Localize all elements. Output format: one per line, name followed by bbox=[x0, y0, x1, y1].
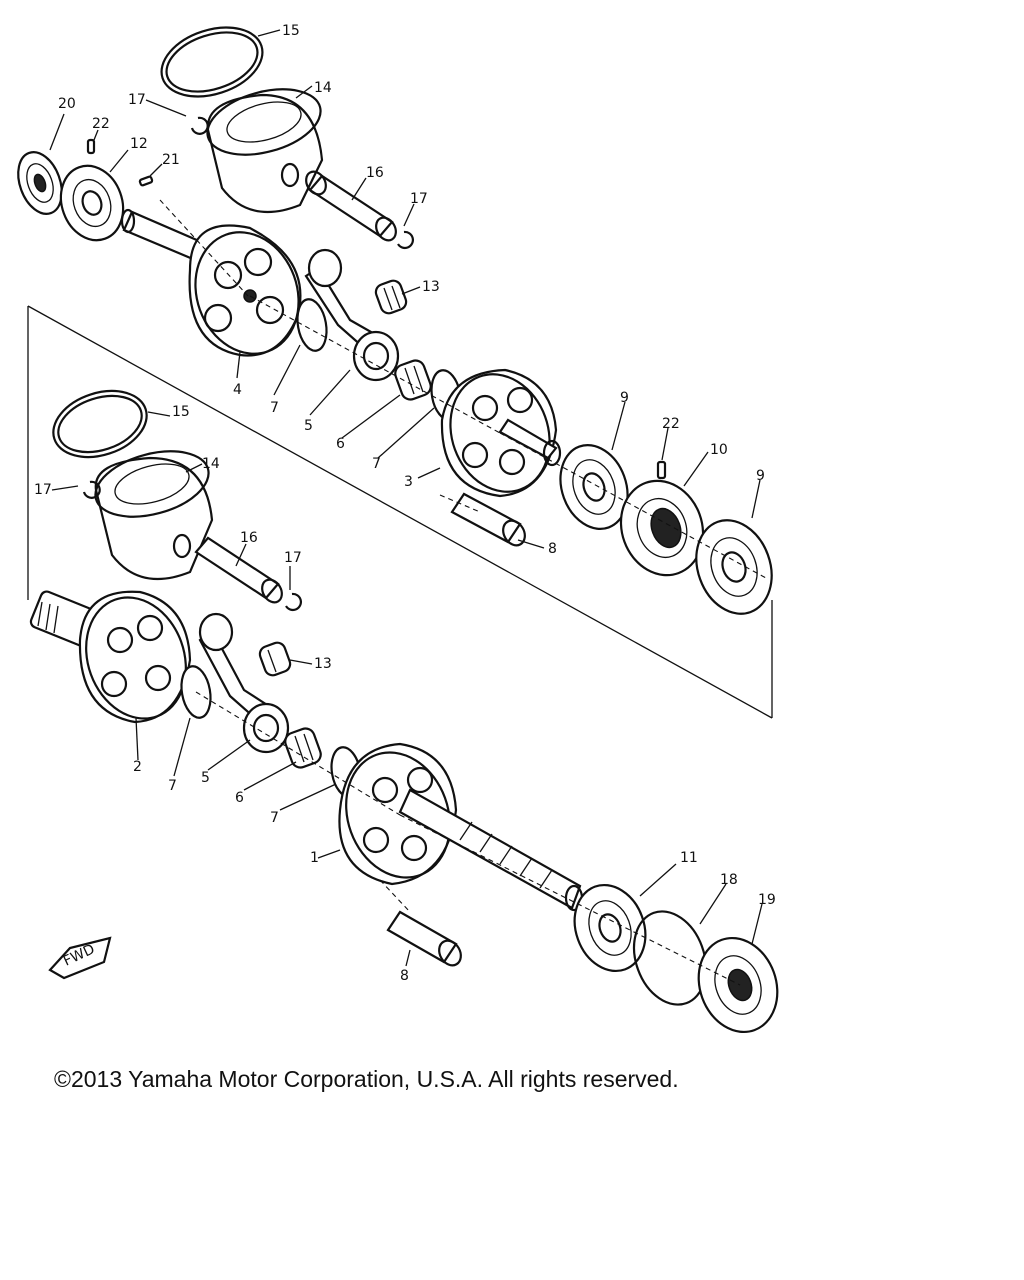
callout-2: 2 bbox=[133, 759, 142, 775]
needle-bearing-13a bbox=[374, 279, 408, 315]
callout-3: 3 bbox=[404, 474, 413, 490]
fwd-arrow-icon: FWD bbox=[48, 936, 112, 980]
piston-ring-upper bbox=[160, 26, 264, 98]
bearing-12 bbox=[59, 164, 125, 242]
callout-7: 7 bbox=[270, 400, 279, 416]
needle-bearing-6b bbox=[284, 727, 322, 769]
callout-17: 17 bbox=[34, 482, 52, 498]
callout-20: 20 bbox=[58, 96, 76, 112]
callout-6: 6 bbox=[336, 436, 345, 452]
oil-seal-19 bbox=[697, 936, 779, 1034]
piston-ring-lower bbox=[52, 389, 148, 459]
crank-wheel-2 bbox=[29, 590, 192, 724]
dowel-pin-22b bbox=[656, 460, 667, 480]
callout-7: 7 bbox=[270, 810, 279, 826]
o-ring-18 bbox=[632, 910, 708, 1006]
leader-lines bbox=[49, 29, 763, 967]
callout-13: 13 bbox=[422, 279, 440, 295]
callout-1: 1 bbox=[310, 850, 319, 866]
callout-16: 16 bbox=[240, 530, 258, 546]
copyright-notice: ©2013 Yamaha Motor Corporation, U.S.A. A… bbox=[54, 1066, 679, 1092]
crankshaft-exploded-diagram: FWD bbox=[17, 23, 779, 1034]
callout-8: 8 bbox=[548, 541, 557, 557]
callout-18: 18 bbox=[720, 872, 738, 888]
callout-15: 15 bbox=[282, 23, 300, 39]
callout-8: 8 bbox=[400, 968, 409, 984]
bearing-9a bbox=[559, 444, 629, 530]
needle-bearing-6a bbox=[394, 359, 432, 401]
piston-pin-lower bbox=[194, 536, 283, 604]
circlip-17a bbox=[190, 116, 209, 135]
washer-7a bbox=[296, 298, 328, 352]
crank-wheel-4 bbox=[120, 208, 302, 357]
lower-assembly bbox=[29, 389, 779, 1034]
callout-7: 7 bbox=[168, 778, 177, 794]
callout-6: 6 bbox=[235, 790, 244, 806]
center-bearing-10 bbox=[619, 479, 705, 577]
callout-21: 21 bbox=[162, 152, 180, 168]
circlip-17d bbox=[285, 592, 302, 612]
callout-9: 9 bbox=[620, 390, 629, 406]
connecting-rod-lower bbox=[198, 612, 290, 754]
piston-pin-upper bbox=[305, 170, 397, 242]
callout-13: 13 bbox=[314, 656, 332, 672]
connecting-rod-upper bbox=[304, 248, 400, 382]
callout-17: 17 bbox=[410, 191, 428, 207]
fwd-label: FWD bbox=[61, 941, 97, 969]
circlip-17c bbox=[82, 480, 101, 499]
callout-14: 14 bbox=[202, 456, 220, 472]
oil-seal-upper bbox=[17, 151, 63, 215]
upper-assembly bbox=[17, 26, 773, 615]
key-21 bbox=[138, 175, 154, 187]
bearing-9b bbox=[695, 519, 773, 615]
callout-14: 14 bbox=[314, 80, 332, 96]
callout-12: 12 bbox=[130, 136, 148, 152]
callout-11: 11 bbox=[680, 850, 698, 866]
callout-22: 22 bbox=[662, 416, 680, 432]
callout-5: 5 bbox=[304, 418, 313, 434]
crank-wheel-1 bbox=[338, 742, 584, 912]
callout-9: 9 bbox=[756, 468, 765, 484]
circlip-17b bbox=[397, 230, 414, 250]
needle-bearing-13b bbox=[258, 641, 292, 677]
callout-17: 17 bbox=[284, 550, 302, 566]
callouts: 15 14 20 17 22 12 21 16 17 13 4 7 5 6 7 … bbox=[34, 23, 776, 984]
callout-19: 19 bbox=[758, 892, 776, 908]
crank-pin-8a bbox=[450, 492, 526, 547]
callout-10: 10 bbox=[710, 442, 728, 458]
callout-5: 5 bbox=[201, 770, 210, 786]
section-divider bbox=[27, 305, 773, 719]
callout-16: 16 bbox=[366, 165, 384, 181]
crank-pin-8b bbox=[386, 910, 462, 967]
piston-upper bbox=[206, 88, 324, 213]
callout-4: 4 bbox=[233, 382, 242, 398]
dowel-pin-22a bbox=[86, 138, 96, 155]
callout-15: 15 bbox=[172, 404, 190, 420]
callout-22: 22 bbox=[92, 116, 110, 132]
piston-lower bbox=[94, 450, 214, 580]
callout-17: 17 bbox=[128, 92, 146, 108]
callout-7: 7 bbox=[372, 456, 381, 472]
crank-wheel-3 bbox=[440, 368, 562, 498]
